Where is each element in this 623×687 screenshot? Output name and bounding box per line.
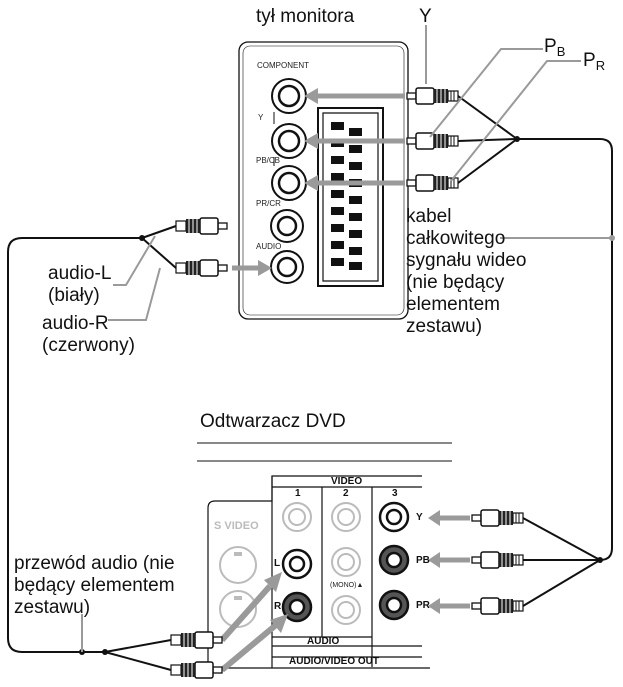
dvd-jack-pb-label: PB [416, 555, 430, 566]
scart-connector [317, 107, 384, 287]
monitor-jack-y-label: Y [258, 113, 264, 122]
dvd-video-plugs [471, 509, 524, 615]
signal-leader-lines [425, 25, 612, 239]
video-cable-dvd [522, 517, 601, 607]
monitor-jack-pr-label: PR/CR [256, 199, 281, 208]
dvd-out-label: AUDIO/VIDEO OUT [289, 656, 380, 667]
dvd-col-1: 1 [295, 488, 301, 499]
dvd-s-video-label: S VIDEO [214, 520, 259, 532]
dvd-col-3: 3 [392, 488, 398, 499]
dvd-mono-label: (MONO)▲ [330, 582, 364, 589]
dvd-video-header: VIDEO [331, 476, 363, 487]
label-pr-signal: PR [583, 50, 606, 73]
dvd-audio-plugs [170, 631, 223, 679]
audio-cable-left [7, 225, 177, 653]
audio-cable-dvd [82, 639, 172, 671]
monitor-jack-audio-label: AUDIO [256, 242, 282, 251]
video-cable-monitor [457, 95, 613, 561]
monitor-arrows [232, 88, 405, 276]
monitor-jack-pb-label: PB/CB [256, 156, 281, 165]
monitor-component-label: COMPONENT [257, 61, 309, 70]
dvd-jack-l-label: L [274, 558, 281, 569]
dvd-audio-arrows [219, 572, 288, 673]
dvd-panel [207, 475, 430, 669]
dvd-col-2: 2 [343, 488, 349, 499]
dvd-separators [197, 442, 452, 462]
dvd-video-arrows [428, 510, 470, 614]
monitor-audio-plugs [175, 217, 228, 277]
dvd-jack-pr-label: PR [416, 600, 430, 611]
dvd-jack-y-label: Y [416, 512, 423, 523]
label-y-signal: Y [419, 6, 432, 27]
dvd-title: Odtwarzacz DVD [200, 411, 346, 432]
dvd-jack-r-label: R [274, 601, 282, 612]
dvd-unused-jacks [219, 502, 361, 628]
dvd-audio-label: AUDIO [307, 636, 340, 647]
dvd-active-jacks [281, 501, 410, 623]
monitor-title: tył monitora [256, 6, 355, 27]
label-pb-signal: PB [544, 36, 566, 59]
monitor-video-plugs [406, 87, 459, 192]
